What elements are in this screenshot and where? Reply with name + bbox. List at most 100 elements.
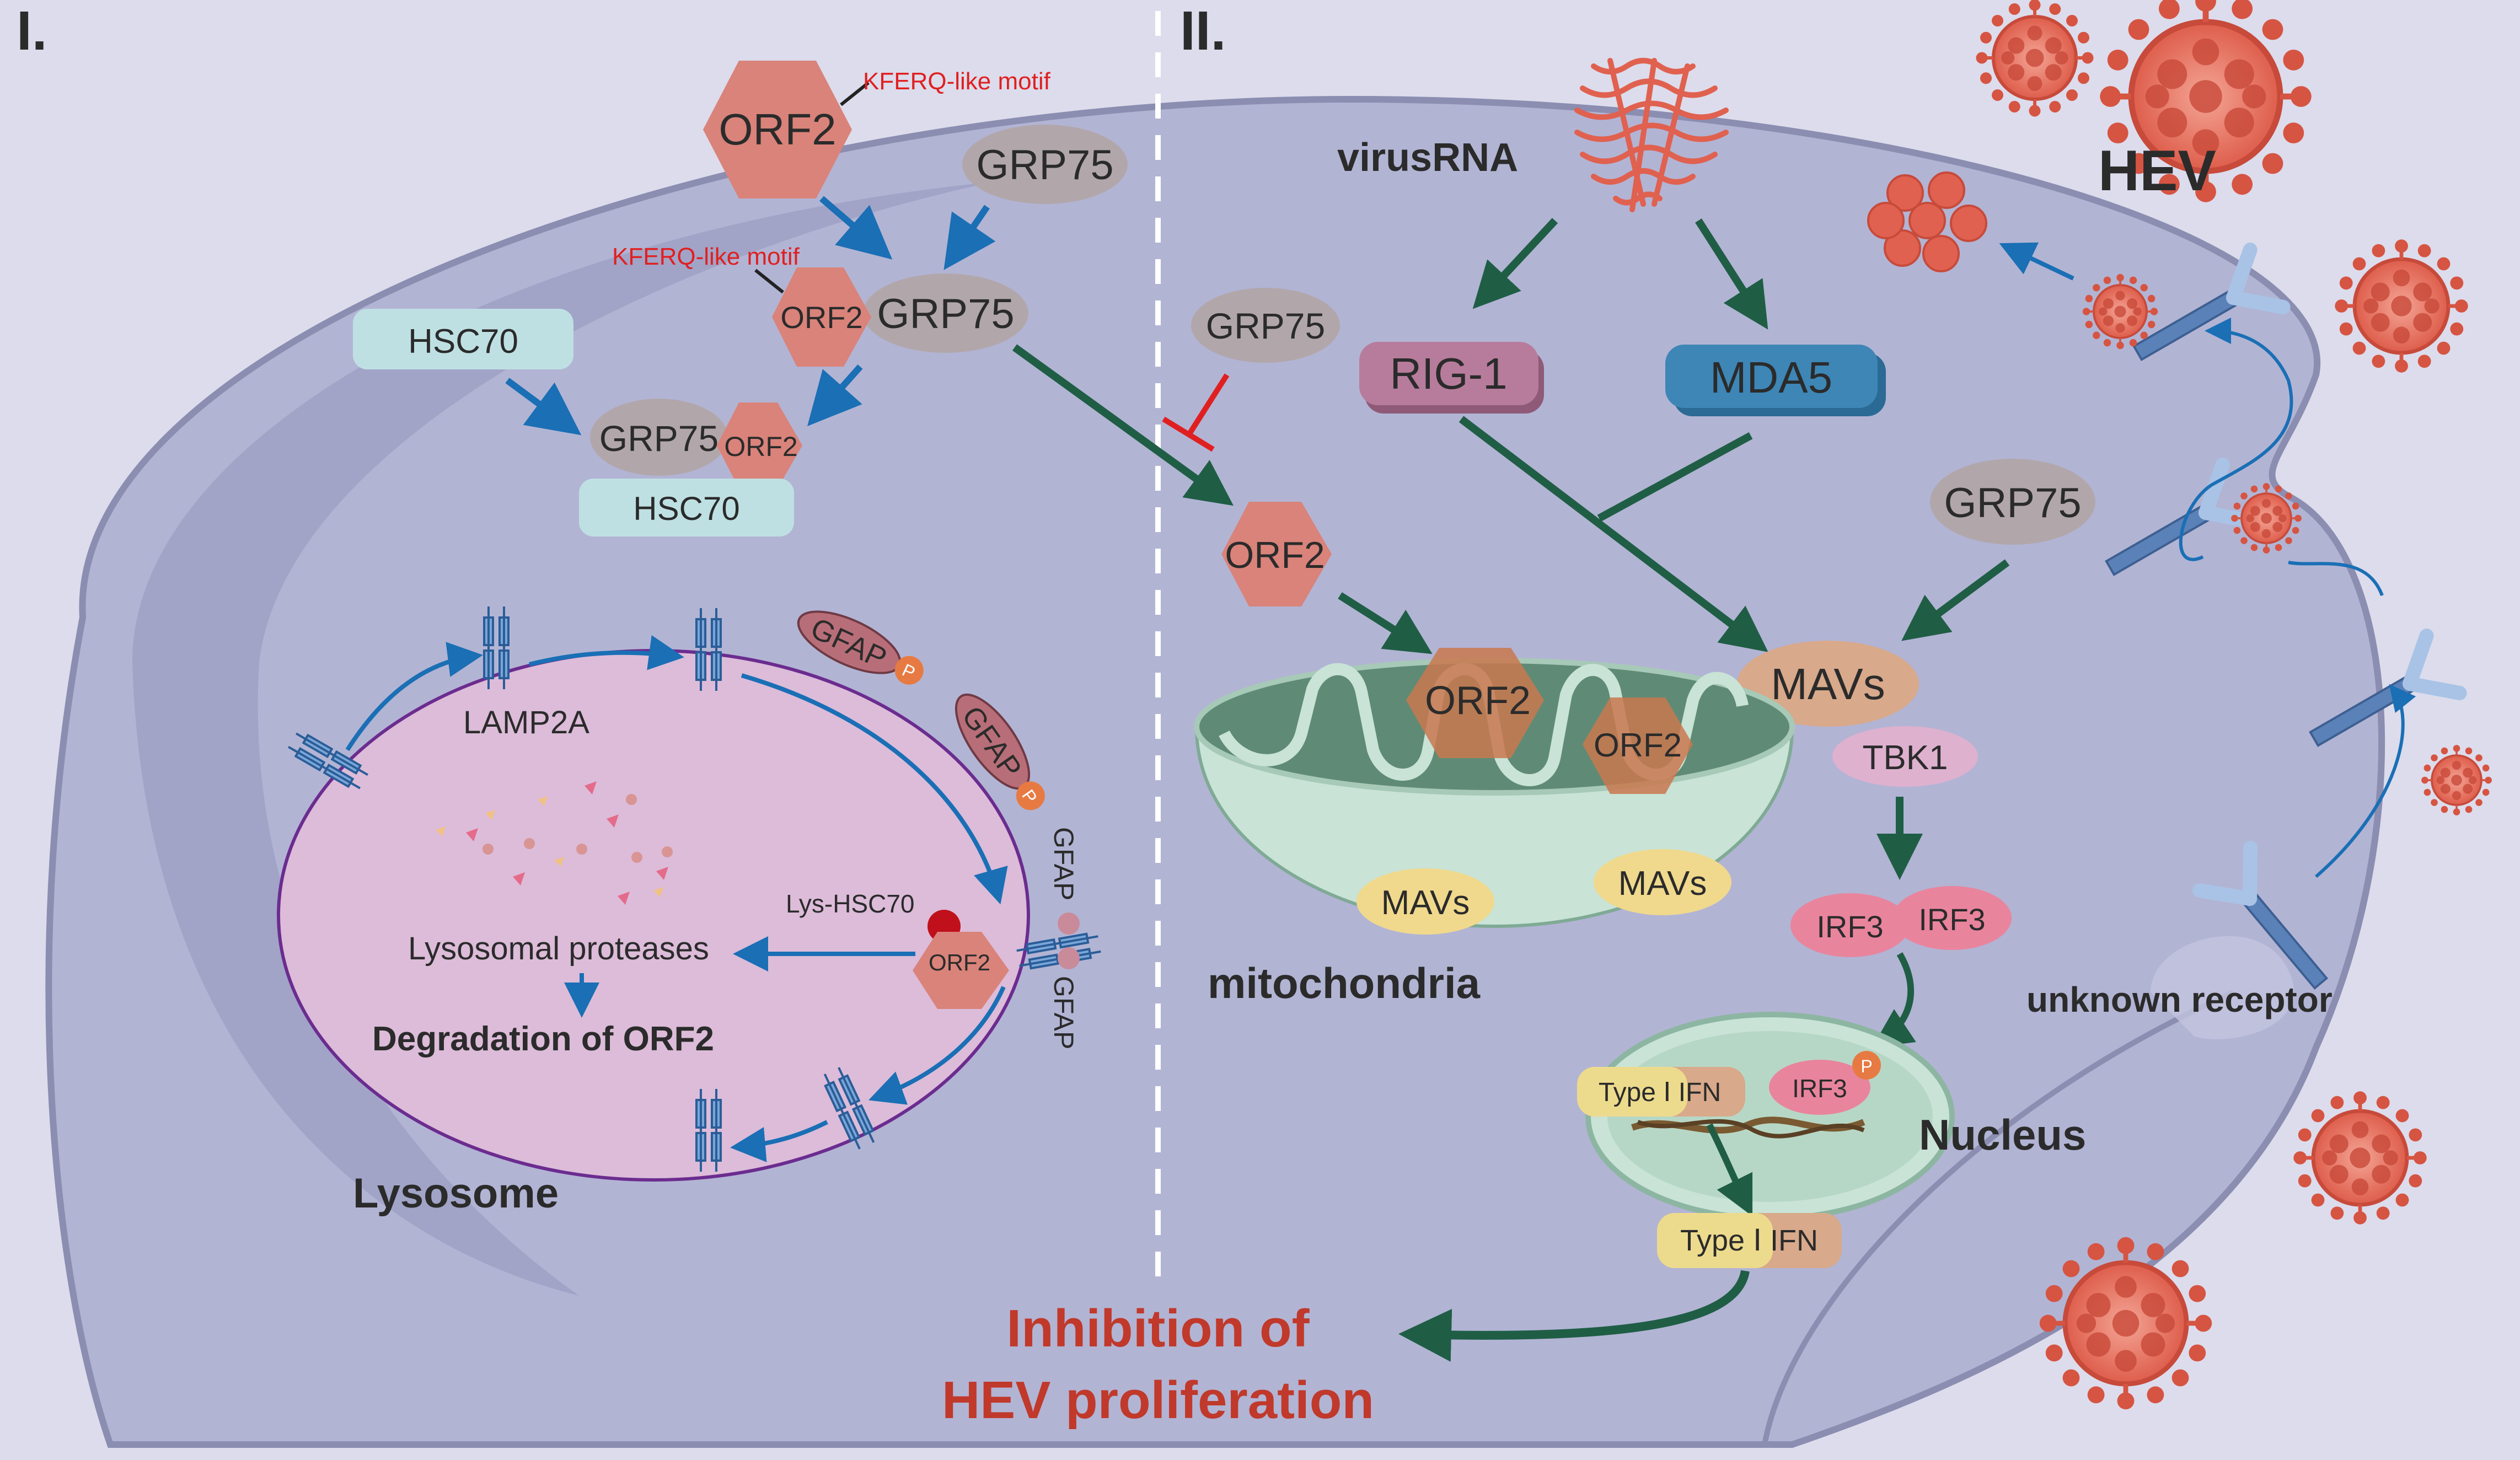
- kferq-connector-mid: [754, 269, 784, 294]
- entry-arrow-2: [2288, 561, 2384, 597]
- orf2-mito-2: ORF2: [1583, 697, 1693, 794]
- arrow-orf2-to-complex: [819, 196, 893, 260]
- lysosome: [277, 649, 1030, 1182]
- svg-text:ORF2: ORF2: [1425, 679, 1531, 723]
- orf2-free: ORF2: [1221, 502, 1332, 606]
- svg-text:MAVs: MAVs: [1771, 659, 1885, 708]
- svg-text:IRF3: IRF3: [1918, 902, 1985, 937]
- unknown-receptor-label: unknown receptor: [2026, 980, 2333, 1019]
- mavs-mito-2: MAVs: [1594, 849, 1731, 915]
- arrow-grp75-to-orf2: [1012, 344, 1234, 506]
- irf3-nucleus: IRF3 P: [1769, 1051, 1881, 1115]
- svg-text:ORF2: ORF2: [1225, 534, 1325, 576]
- svg-text:GFAP: GFAP: [1048, 827, 1079, 900]
- hev-virus-1: [1976, 0, 2094, 117]
- tbk1: TBK1: [1832, 726, 1978, 787]
- svg-text:TBK1: TBK1: [1862, 739, 1948, 777]
- svg-text:Type Ⅰ IFN: Type Ⅰ IFN: [1599, 1078, 1721, 1107]
- kferq-connector-top: [840, 81, 870, 106]
- arrow-rna-to-mda5: [1695, 218, 1768, 330]
- kferq-label-mid: KFERQ-like motif: [612, 243, 800, 270]
- lys-hsc70-label: Lys-HSC70: [786, 889, 914, 918]
- inhibition-title-line1: Inhibition of: [1006, 1299, 1310, 1358]
- svg-text:MAVs: MAVs: [1618, 865, 1707, 903]
- rig1-box: RIG-1: [1359, 342, 1544, 414]
- svg-text:ORF2: ORF2: [1594, 727, 1682, 764]
- lamp-cycle-arrow-4: [868, 986, 1006, 1105]
- arrow-complex-to-hsc70: [807, 364, 863, 426]
- svg-text:MAVs: MAVs: [1381, 884, 1470, 922]
- entry-arrow-1: [2315, 684, 2416, 878]
- svg-text:GRP75: GRP75: [1206, 305, 1325, 346]
- hev-virus-5: [2293, 1091, 2426, 1224]
- svg-text:GRP75: GRP75: [976, 142, 1113, 189]
- lamp-cycle-arrow-3: [741, 673, 1008, 905]
- orf2-mito-1: ORF2: [1406, 648, 1544, 758]
- svg-text:MDA5: MDA5: [1710, 353, 1832, 402]
- mda5-box: MDA5: [1665, 345, 1886, 416]
- svg-text:GRP75: GRP75: [599, 418, 719, 459]
- mavs-mito-1: MAVs: [1356, 868, 1494, 935]
- svg-text:IRF3: IRF3: [1816, 909, 1883, 944]
- entry-arrow-3: [2179, 318, 2293, 561]
- hev-label: HEV: [2098, 139, 2216, 203]
- svg-text:GRP75: GRP75: [877, 291, 1014, 337]
- hev-virus-6: [2040, 1237, 2212, 1409]
- orf2-top: ORF2: [703, 61, 852, 198]
- mda5-merge-line: [1597, 432, 1753, 522]
- orf2-lysosome: ORF2: [913, 932, 1009, 1009]
- svg-text:HSC70: HSC70: [633, 490, 739, 527]
- svg-text:Type Ⅰ IFN: Type Ⅰ IFN: [1680, 1224, 1818, 1257]
- nucleus-label: Nucleus: [1919, 1110, 2086, 1159]
- type1-ifn-nucleus: Type Ⅰ IFN: [1577, 1067, 1745, 1117]
- arrow-orf2-to-mito: [1338, 592, 1433, 654]
- irf3-dimer: IRF3 IRF3: [1790, 886, 2012, 957]
- lysosome-label: Lysosome: [353, 1170, 559, 1217]
- arrow-rig1-mda5-to-mavs: [1459, 416, 1768, 652]
- arrow-ifn-to-inhibition: [1398, 1270, 1750, 1362]
- gfap-4: GFAP: [1048, 947, 1080, 1049]
- grp75-inhibitor: GRP75: [1191, 288, 1340, 363]
- inhibition-title-line2: HEV proliferation: [942, 1371, 1374, 1430]
- orf2-grp75-complex: ORF2 GRP75: [772, 267, 1028, 367]
- arrow-ifn-out: [1706, 1123, 1753, 1217]
- lysosomal-proteases-label: Lysosomal proteases: [408, 931, 709, 967]
- inhibition-bar: [1162, 416, 1215, 452]
- svg-text:ORF2: ORF2: [724, 431, 797, 462]
- lamp-cycle-arrow-5: [730, 1120, 828, 1162]
- svg-text:P: P: [1860, 1056, 1872, 1076]
- hev-virus-released: [1867, 171, 1987, 272]
- hev-virus-entering-2: [2230, 482, 2303, 555]
- inhibition-line: [1186, 373, 1230, 437]
- hev-virus-entering-1: [2081, 272, 2159, 351]
- grp75-top: GRP75: [962, 125, 1128, 204]
- hev-virus-3: [2335, 239, 2468, 372]
- kferq-label-top: KFERQ-like motif: [863, 68, 1051, 95]
- grp75-right: GRP75: [1930, 459, 2095, 545]
- arrow-grp75-to-complex: [943, 205, 996, 270]
- hev-virus-4: [2420, 744, 2493, 817]
- panel-label-left: I.: [17, 0, 47, 62]
- svg-text:RIG-1: RIG-1: [1390, 349, 1507, 398]
- arrow-grp75-to-mavs: [1901, 559, 2010, 641]
- grp75-orf2-hsc70-complex: GRP75 ORF2 HSC70: [579, 399, 802, 536]
- svg-text:GFAP: GFAP: [1048, 976, 1079, 1049]
- gfap-3: GFAP: [1048, 827, 1080, 935]
- mitochondria-label: mitochondria: [1208, 959, 1481, 1007]
- protease-fragments: [436, 781, 673, 905]
- arrow-hsc70-to-complex: [505, 378, 582, 436]
- mavs-main: MAVs: [1737, 641, 1919, 727]
- svg-text:HSC70: HSC70: [408, 323, 518, 361]
- arrow-rna-to-rig1: [1472, 218, 1558, 309]
- svg-text:ORF2: ORF2: [719, 105, 836, 154]
- type1-ifn-out: Type Ⅰ IFN: [1657, 1213, 1842, 1268]
- virus-rna-icon: [1574, 58, 1729, 212]
- virus-rna-label: virusRNA: [1337, 136, 1518, 180]
- svg-text:IRF3: IRF3: [1792, 1074, 1847, 1103]
- lamp-cycle-arrow-1: [345, 642, 483, 752]
- svg-text:ORF2: ORF2: [929, 949, 990, 975]
- hsc70-top: HSC70: [353, 309, 573, 369]
- degradation-label: Degradation of ORF2: [372, 1020, 714, 1058]
- exit-arrow: [1999, 242, 2074, 281]
